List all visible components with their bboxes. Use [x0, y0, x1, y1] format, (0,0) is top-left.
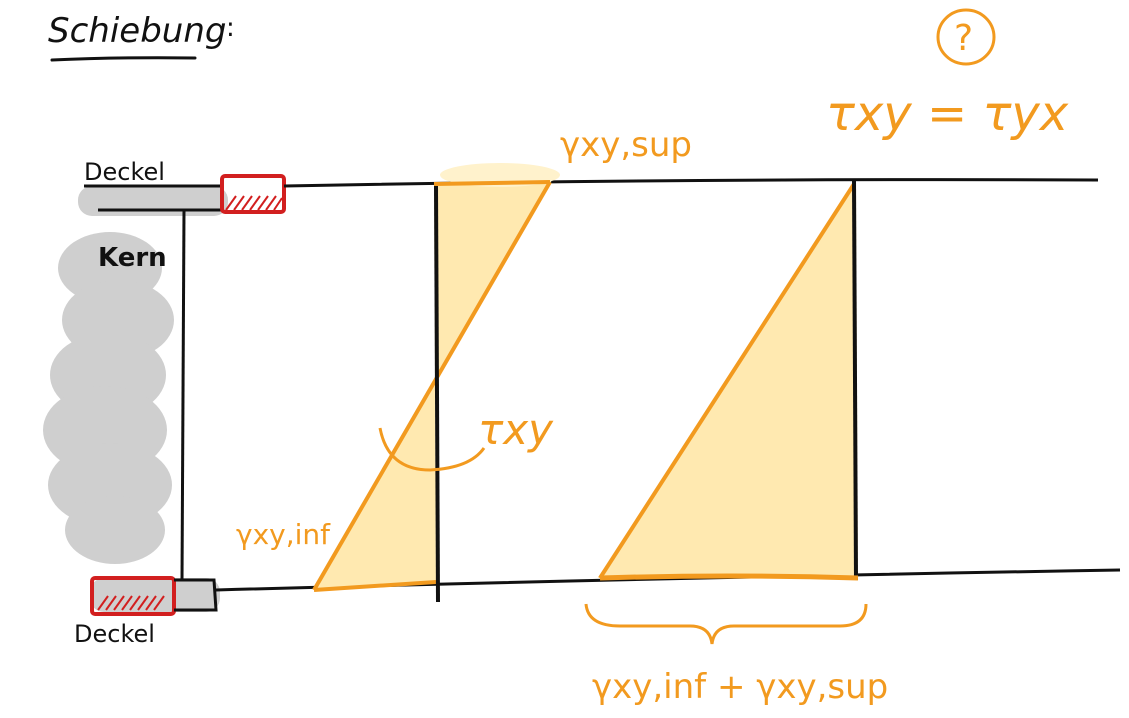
deckel-bottom-shadow: [90, 578, 220, 612]
right-vertical-line: [852, 179, 858, 581]
title-colon: :: [226, 13, 235, 43]
deckel-bottom-hatching: [97, 595, 165, 611]
label-gamma-sum: γxy,inf + γxy,sup: [592, 667, 888, 707]
left-top-segment: [433, 180, 551, 186]
deckel-bottom-outline: [174, 578, 218, 612]
shear-diagram-right: [598, 179, 859, 581]
core-blob-6: [65, 496, 165, 564]
label-tau-equation: τxy = τyx: [826, 86, 1069, 142]
deckel-bottom-red-hatch: [90, 576, 176, 616]
label-kern: Kern: [98, 243, 167, 273]
label-gamma-inf: γxy,inf: [236, 518, 331, 551]
core-shape: [43, 186, 228, 612]
title-text: Schiebung: [48, 11, 226, 51]
left-vertical-line: [434, 185, 440, 603]
deckel-top-section: [84, 174, 286, 214]
right-bottom-segment: [599, 573, 859, 581]
question-badge: ?: [936, 8, 996, 66]
sum-brace: [584, 603, 868, 645]
label-tau-middle: τxy: [478, 405, 554, 454]
deckel-top-red-hatch: [220, 174, 286, 214]
question-mark: ?: [954, 18, 973, 59]
title-underline: [50, 56, 197, 62]
label-gamma-sup: γxy,sup: [560, 125, 692, 165]
deckel-top-hatching: [225, 195, 283, 211]
left-diagonal: [312, 180, 552, 592]
title-group: Schiebung :: [48, 11, 235, 62]
tau-angle-arc: [378, 427, 486, 472]
left-bottom-segment: [313, 580, 437, 592]
core-vertical-line: [180, 209, 186, 581]
deckel-bottom-section: [90, 576, 218, 616]
shear-diagram-left: [312, 163, 560, 603]
beam-top-line: [283, 178, 1099, 188]
label-deckel-top: Deckel: [84, 158, 165, 186]
question-circle: [936, 8, 996, 66]
right-diagonal: [598, 182, 856, 580]
label-deckel-bottom: Deckel: [74, 620, 155, 648]
